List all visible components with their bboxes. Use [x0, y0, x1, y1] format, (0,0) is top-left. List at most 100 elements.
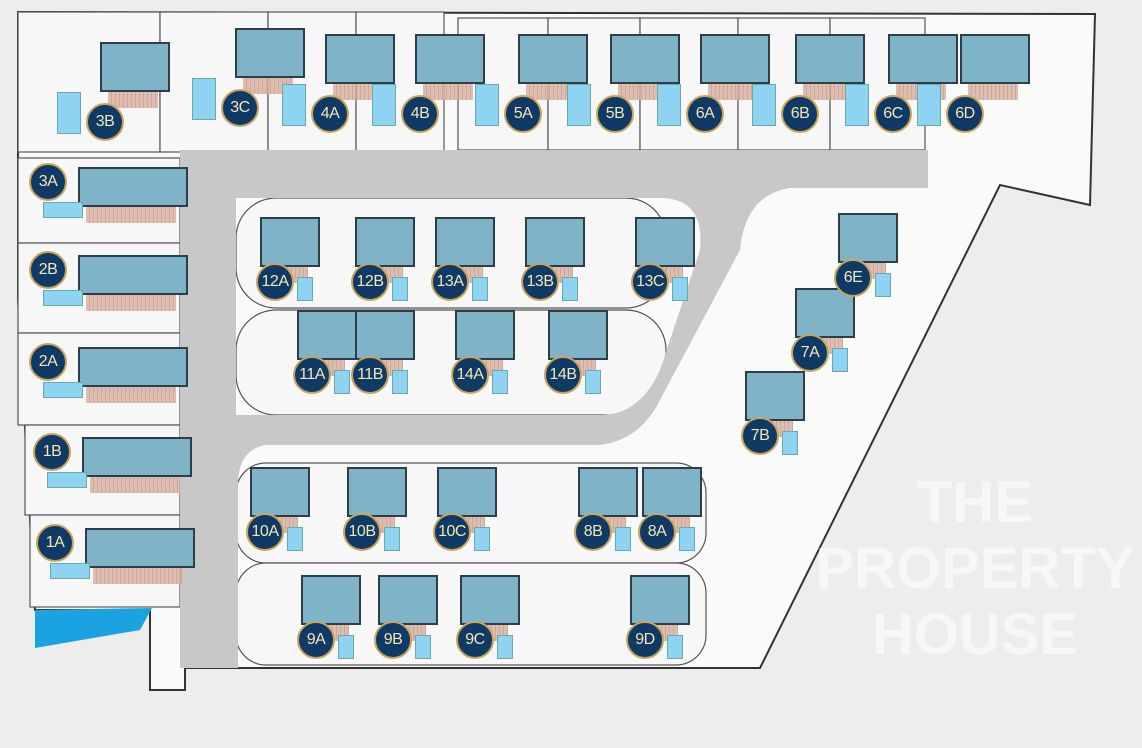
plot-badge-13a[interactable]: 13A [431, 263, 469, 301]
terrace [90, 477, 180, 493]
house-footprint [642, 467, 702, 517]
swimming-pool [415, 635, 431, 659]
house-footprint [578, 467, 638, 517]
terrace [86, 207, 176, 223]
plot-badge-2b[interactable]: 2B [29, 251, 67, 289]
plot-badge-2a[interactable]: 2A [29, 343, 67, 381]
plot-badge-9a[interactable]: 9A [297, 621, 335, 659]
plot-badge-6c[interactable]: 6C [874, 95, 912, 133]
plot-badge-7b[interactable]: 7B [741, 417, 779, 455]
swimming-pool [43, 202, 83, 218]
plot-badge-10a[interactable]: 10A [246, 513, 284, 551]
plot-badge-3c[interactable]: 3C [221, 89, 259, 127]
plot-badge-13b[interactable]: 13B [521, 263, 559, 301]
plot-badge-6e[interactable]: 6E [834, 259, 872, 297]
swimming-pool [782, 431, 798, 455]
house-footprint [525, 217, 585, 267]
terrace [618, 84, 668, 100]
plot-badge-7a[interactable]: 7A [791, 334, 829, 372]
house-footprint [960, 34, 1030, 84]
plot-badge-9c[interactable]: 9C [456, 621, 494, 659]
pool-area [35, 608, 152, 648]
house-footprint [250, 467, 310, 517]
plot-badge-9b[interactable]: 9B [374, 621, 412, 659]
terrace [108, 92, 158, 108]
swimming-pool [287, 527, 303, 551]
terrace [243, 78, 293, 94]
plot-badge-12b[interactable]: 12B [351, 263, 389, 301]
house-footprint [548, 310, 608, 360]
plot-badge-8b[interactable]: 8B [574, 513, 612, 551]
swimming-pool [667, 635, 683, 659]
plot-badge-9d[interactable]: 9D [626, 621, 664, 659]
plot-badge-11b[interactable]: 11B [351, 356, 389, 394]
terrace [526, 84, 576, 100]
plot-badge-10b[interactable]: 10B [343, 513, 381, 551]
plot-badge-3a[interactable]: 3A [29, 163, 67, 201]
house-footprint [795, 288, 855, 338]
house-footprint [78, 347, 188, 387]
terrace [333, 84, 383, 100]
plot-badge-6b[interactable]: 6B [781, 95, 819, 133]
house-footprint [838, 213, 898, 263]
swimming-pool [43, 382, 83, 398]
plot-badge-6d[interactable]: 6D [946, 95, 984, 133]
swimming-pool [338, 635, 354, 659]
plot-badge-1a[interactable]: 1A [36, 524, 74, 562]
plot-badge-5a[interactable]: 5A [504, 95, 542, 133]
swimming-pool [672, 277, 688, 301]
house-footprint [455, 310, 515, 360]
house-footprint [635, 217, 695, 267]
house-footprint [435, 217, 495, 267]
swimming-pool [845, 84, 869, 126]
swimming-pool [562, 277, 578, 301]
plot-badge-14b[interactable]: 14B [544, 356, 582, 394]
swimming-pool [832, 348, 848, 372]
terrace [86, 387, 176, 403]
swimming-pool [657, 84, 681, 126]
swimming-pool [297, 277, 313, 301]
terrace [423, 84, 473, 100]
plot-badge-14a[interactable]: 14A [451, 356, 489, 394]
swimming-pool [475, 84, 499, 126]
swimming-pool [384, 527, 400, 551]
plot-badge-4b[interactable]: 4B [401, 95, 439, 133]
swimming-pool [567, 84, 591, 126]
terrace [86, 295, 176, 311]
house-footprint [100, 42, 170, 92]
plot-badge-10c[interactable]: 10C [433, 513, 471, 551]
swimming-pool [392, 277, 408, 301]
plot-badge-3b[interactable]: 3B [86, 103, 124, 141]
plot-badge-4a[interactable]: 4A [311, 95, 349, 133]
house-footprint [85, 528, 195, 568]
terrace [968, 84, 1018, 100]
plot-badge-1b[interactable]: 1B [33, 433, 71, 471]
house-footprint [630, 575, 690, 625]
plot-badge-13c[interactable]: 13C [631, 263, 669, 301]
plot-badge-5b[interactable]: 5B [596, 95, 634, 133]
swimming-pool [47, 472, 87, 488]
terrace [803, 84, 853, 100]
swimming-pool [679, 527, 695, 551]
swimming-pool [474, 527, 490, 551]
house-footprint [260, 217, 320, 267]
plot-badge-11a[interactable]: 11A [293, 356, 331, 394]
swimming-pool [492, 370, 508, 394]
plot-badge-6a[interactable]: 6A [686, 95, 724, 133]
swimming-pool [875, 273, 891, 297]
house-footprint [378, 575, 438, 625]
swimming-pool [615, 527, 631, 551]
house-footprint [700, 34, 770, 84]
house-footprint [795, 34, 865, 84]
terrace [93, 568, 183, 584]
swimming-pool [372, 84, 396, 126]
swimming-pool [585, 370, 601, 394]
swimming-pool [917, 84, 941, 126]
swimming-pool [334, 370, 350, 394]
plot-badge-8a[interactable]: 8A [638, 513, 676, 551]
plot-badge-12a[interactable]: 12A [256, 263, 294, 301]
house-footprint [78, 255, 188, 295]
house-footprint [82, 437, 192, 477]
swimming-pool [497, 635, 513, 659]
house-footprint [518, 34, 588, 84]
